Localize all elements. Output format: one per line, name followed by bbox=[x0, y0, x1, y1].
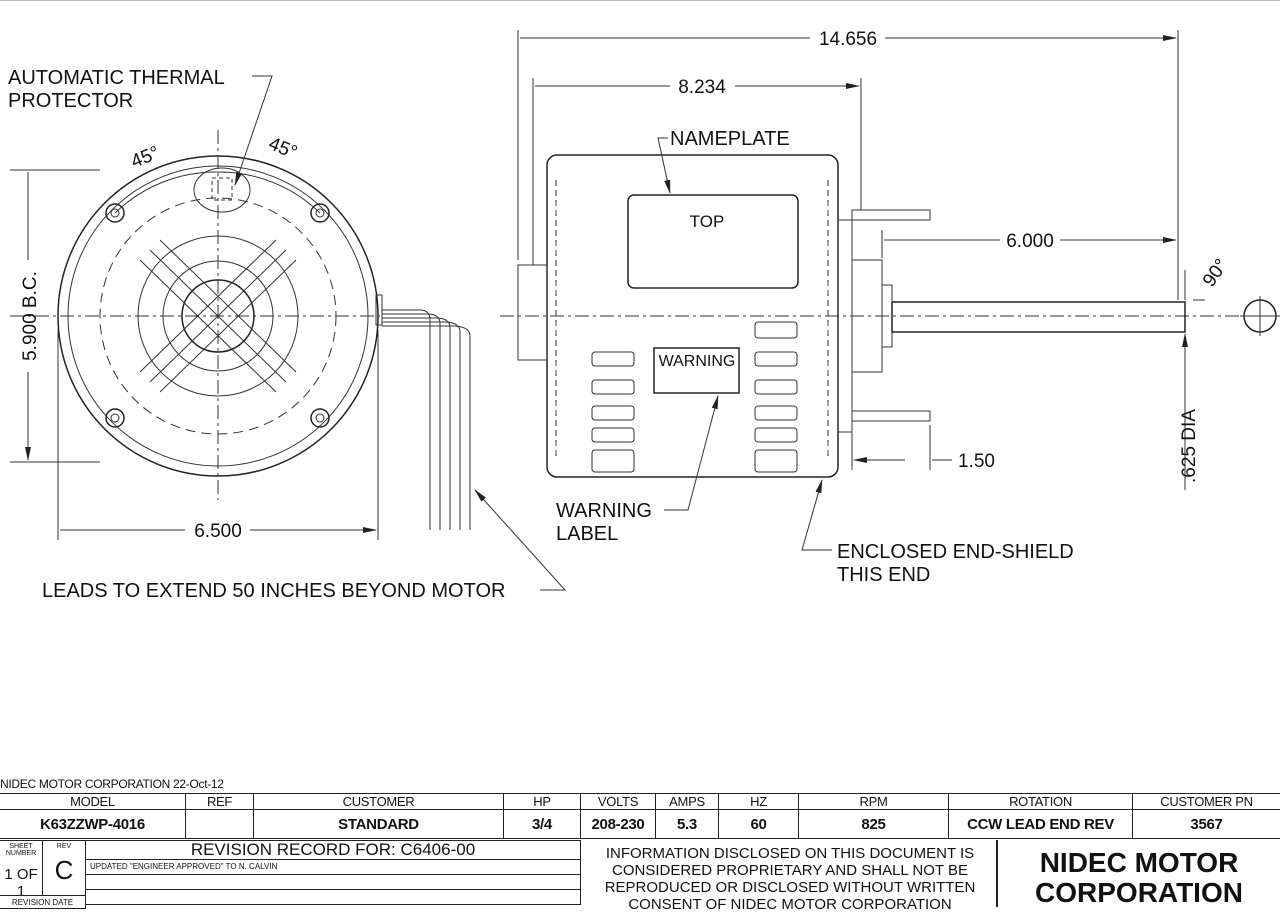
value-hp: 3/4 bbox=[504, 810, 581, 839]
header-hz: HZ bbox=[719, 794, 799, 810]
thermal-protector-label-2: PROTECTOR bbox=[8, 90, 133, 112]
sheet-number-label: SHEET NUMBER bbox=[0, 843, 42, 857]
header-ref: REF bbox=[186, 794, 254, 810]
shaft-angle-dim: 90° bbox=[1199, 255, 1233, 291]
thermal-protector-label: AUTOMATIC THERMAL bbox=[8, 67, 225, 89]
header-customer: CUSTOMER bbox=[254, 794, 504, 810]
proprietary-notice: INFORMATION DISCLOSED ON THIS DOCUMENT I… bbox=[600, 845, 980, 913]
header-rotation: ROTATION bbox=[949, 794, 1133, 810]
rev-cell: REV C bbox=[42, 840, 86, 896]
warning-label-callout: WARNING bbox=[556, 500, 652, 522]
value-ref bbox=[186, 810, 254, 839]
company-logo-text: NIDEC MOTOR CORPORATION bbox=[998, 848, 1280, 908]
spec-table: MODEL REF CUSTOMER HP VOLTS AMPS HZ RPM … bbox=[0, 793, 1280, 839]
value-amps: 5.3 bbox=[656, 810, 719, 839]
front-view: 45° 45° AUTOMATIC THERMAL PROTECTOR 5.90… bbox=[8, 67, 565, 602]
header-hp: HP bbox=[504, 794, 581, 810]
end-shield-label-2: THIS END bbox=[837, 564, 930, 586]
leads-note: LEADS TO EXTEND 50 INCHES BEYOND MOTOR bbox=[42, 580, 505, 602]
motor-drawing: 45° 45° AUTOMATIC THERMAL PROTECTOR 5.90… bbox=[0, 0, 1280, 780]
diameter-dim: 6.500 bbox=[194, 521, 242, 542]
side-view: TOP WARNING 14.656 8.234 NAMEPLATE bbox=[500, 29, 1280, 586]
header-model: MODEL bbox=[0, 794, 186, 810]
overall-length-dim: 14.656 bbox=[819, 29, 877, 50]
warning-plate-text: WARNING bbox=[659, 353, 736, 370]
header-rpm: RPM bbox=[799, 794, 949, 810]
revision-row-empty bbox=[85, 889, 581, 905]
shaft-dia-dim: .625 DIA bbox=[1179, 409, 1200, 483]
revision-record-title: REVISION RECORD FOR: C6406-00 bbox=[85, 840, 581, 860]
bolt-circle-dim: 5.900 B.C. bbox=[20, 271, 41, 361]
company-name-line-2: CORPORATION bbox=[998, 878, 1280, 908]
end-shield-label: ENCLOSED END-SHIELD bbox=[837, 541, 1074, 563]
value-volts: 208-230 bbox=[581, 810, 656, 839]
value-hz: 60 bbox=[719, 810, 799, 839]
header-customer-pn: CUSTOMER PN bbox=[1133, 794, 1280, 810]
value-rpm: 825 bbox=[799, 810, 949, 839]
rev-value: C bbox=[43, 855, 85, 886]
value-model: K63ZZWP-4016 bbox=[0, 810, 186, 839]
shaft-length-dim: 6.000 bbox=[1006, 231, 1054, 252]
value-customer-pn: 3567 bbox=[1133, 810, 1280, 839]
revision-row-empty bbox=[85, 874, 581, 890]
spec-header-row: MODEL REF CUSTOMER HP VOLTS AMPS HZ RPM … bbox=[0, 794, 1280, 810]
body-length-dim: 8.234 bbox=[678, 77, 726, 98]
angle-right-label: 45° bbox=[265, 133, 300, 163]
company-name-line-1: NIDEC MOTOR bbox=[998, 848, 1280, 878]
nameplate-top-text: TOP bbox=[690, 212, 725, 231]
revision-date-label: REVISION DATE bbox=[0, 899, 85, 907]
revision-block: SHEET NUMBER 1 OF 1 REV C REVISION DATE … bbox=[0, 840, 1280, 907]
sheet-number-cell: SHEET NUMBER 1 OF 1 bbox=[0, 840, 43, 896]
stud-length-dim: 1.50 bbox=[958, 451, 995, 472]
lead-wires bbox=[376, 295, 470, 530]
revision-note: UPDATED "ENGINEER APPROVED" TO N. CALVIN bbox=[85, 859, 581, 875]
header-amps: AMPS bbox=[656, 794, 719, 810]
value-rotation: CCW LEAD END REV bbox=[949, 810, 1133, 839]
rev-label: REV bbox=[43, 843, 85, 851]
vent-slots bbox=[592, 322, 797, 472]
spec-value-row: K63ZZWP-4016 STANDARD 3/4 208-230 5.3 60… bbox=[0, 810, 1280, 839]
value-customer: STANDARD bbox=[254, 810, 504, 839]
warning-label-callout-2: LABEL bbox=[556, 523, 618, 545]
nameplate-label: NAMEPLATE bbox=[670, 128, 790, 150]
header-volts: VOLTS bbox=[581, 794, 656, 810]
company-date-header: NIDEC MOTOR CORPORATION 22-Oct-12 bbox=[0, 777, 224, 791]
